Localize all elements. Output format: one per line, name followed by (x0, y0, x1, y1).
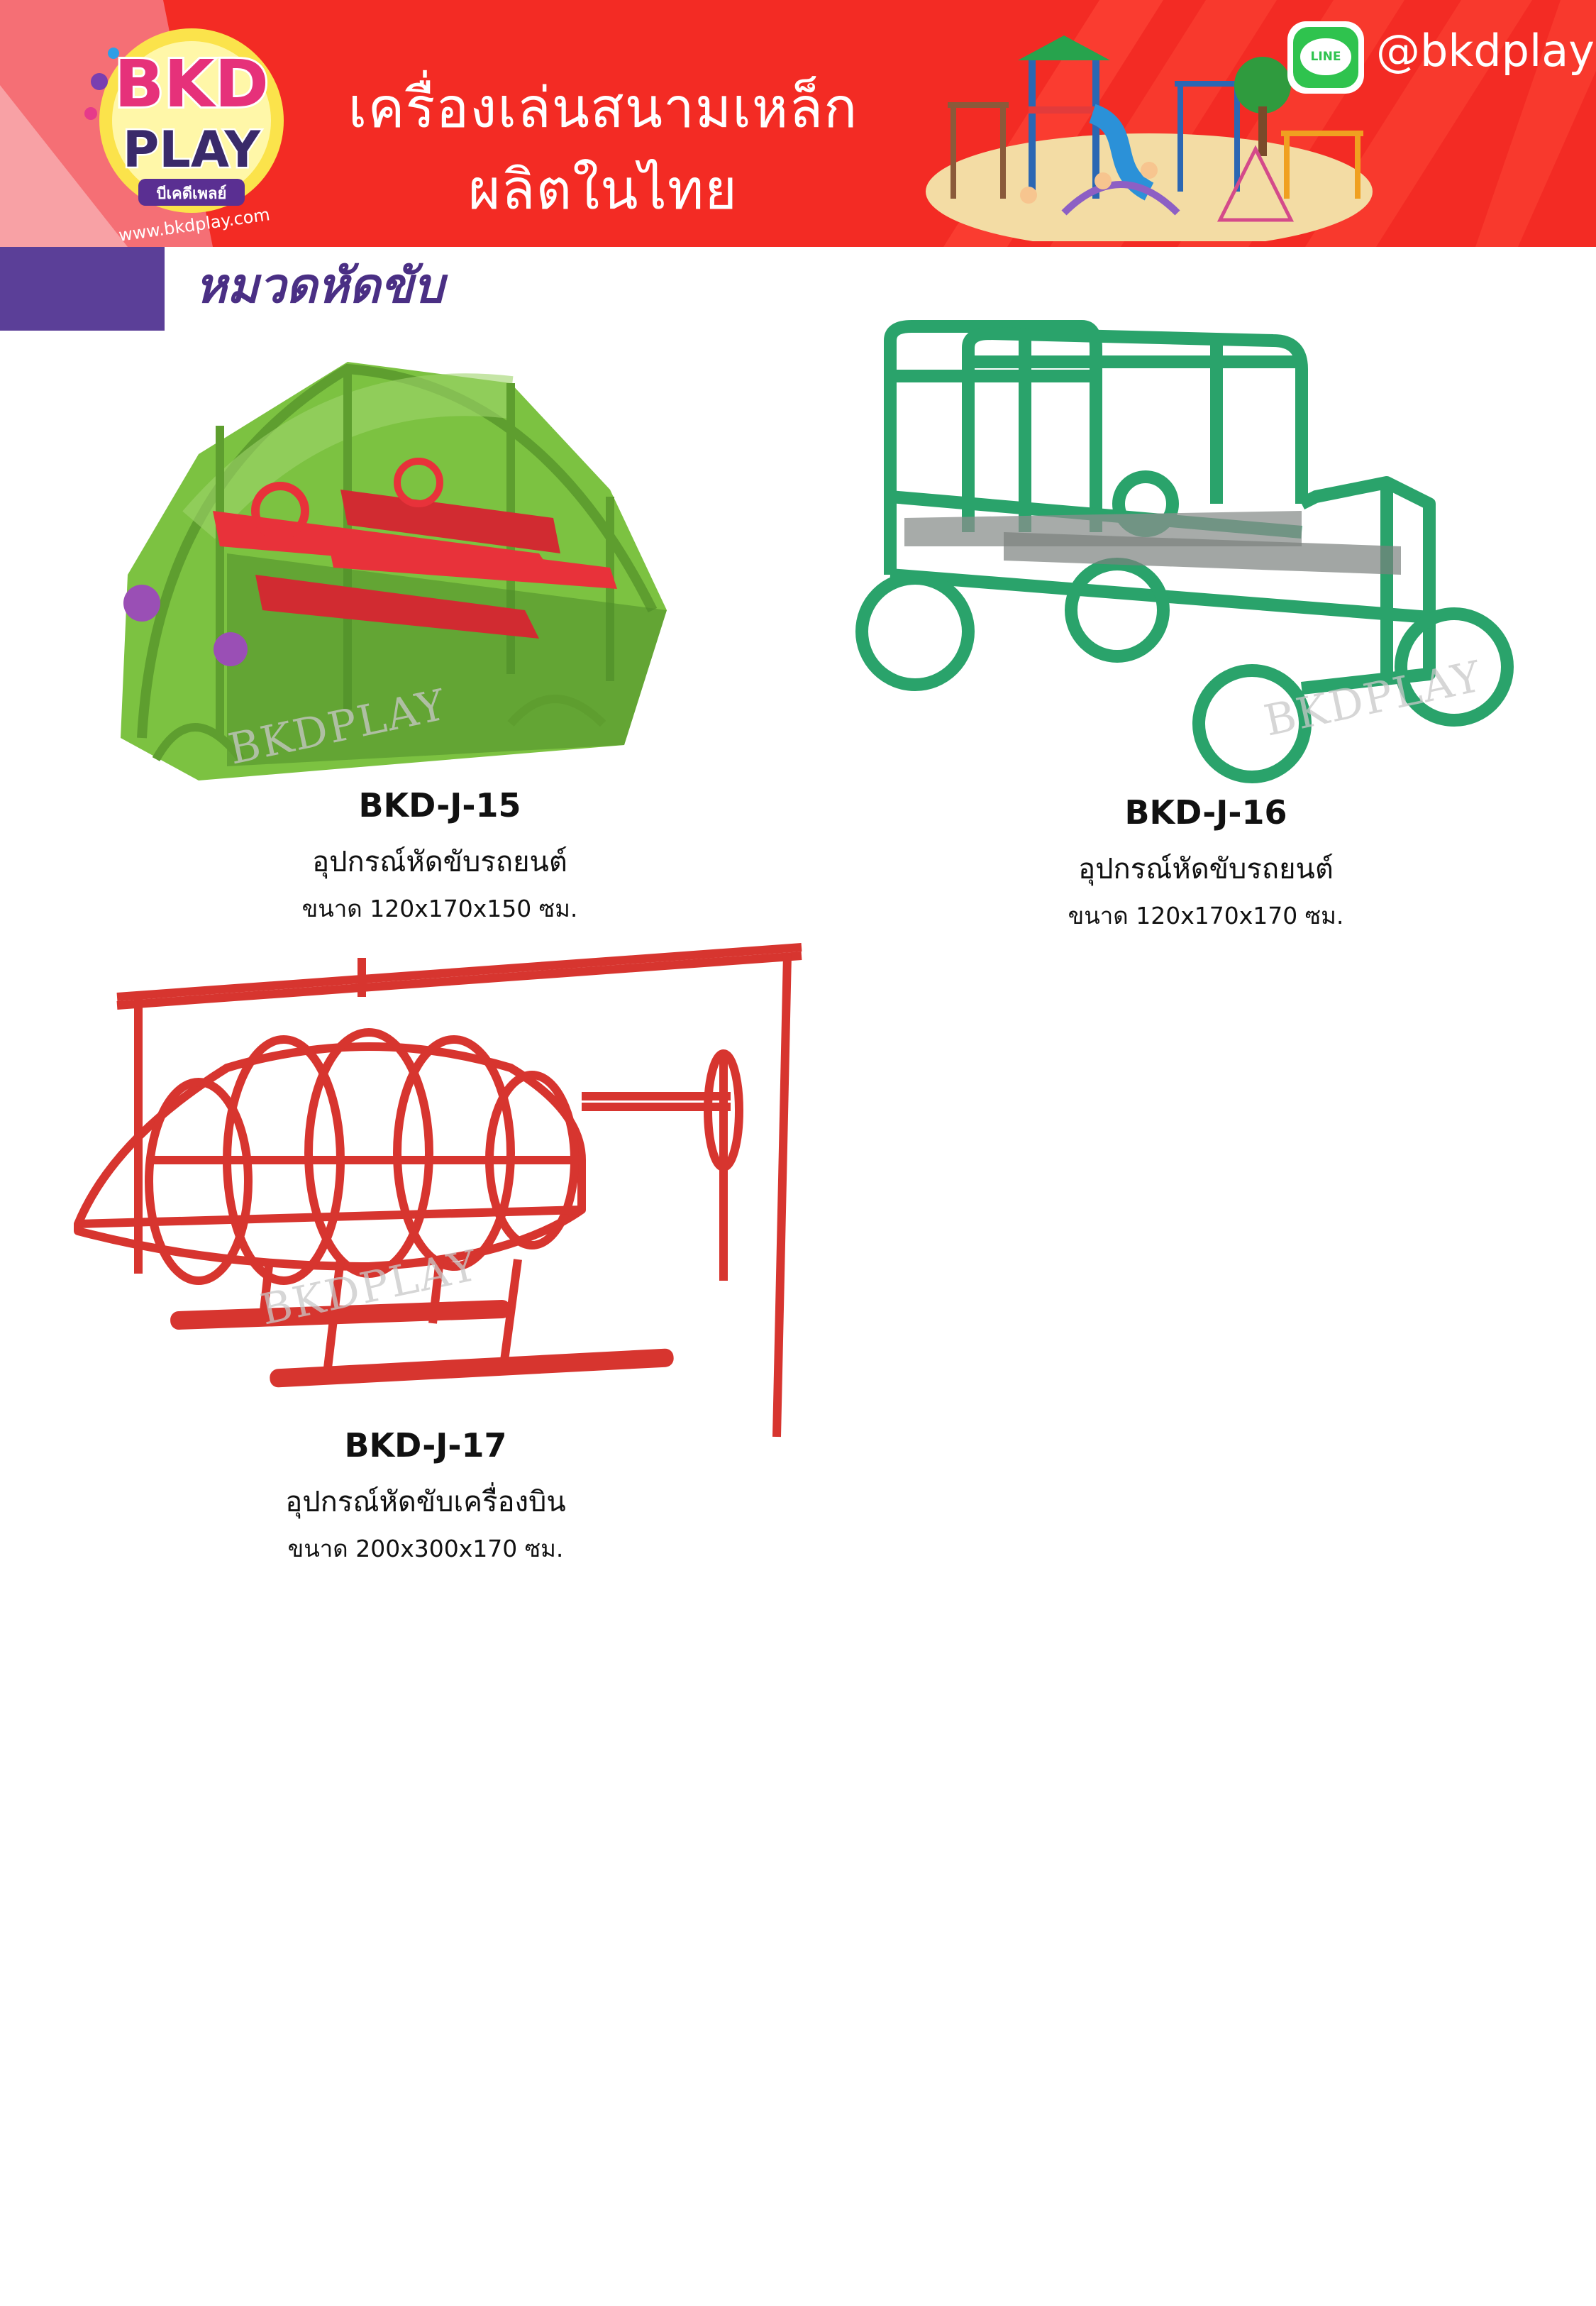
product-photo-bkd-j-16 (855, 320, 1514, 783)
header-banner: BKD PLAY บีเคดีเพลย์ www.bkdplay.com เคร… (0, 0, 1596, 247)
line-handle[interactable]: @bkdplay (1376, 25, 1595, 77)
product-name: อุปกรณ์หัดขับรถยนต์ (1078, 853, 1334, 886)
headline-line2: ผลิตในไทย (468, 158, 738, 222)
product-photo-bkd-j-17 (74, 943, 802, 1438)
line-app-icon[interactable]: LINE (1287, 21, 1364, 94)
playground-illustration (926, 35, 1373, 241)
svg-text:PLAY: PLAY (123, 121, 261, 179)
headline-line1: เครื่องเล่นสนามเหล็ก (348, 77, 858, 140)
product-card-bkd-j-17: BKD-J-17 อุปกรณ์หัดขับเครื่องบิน ขนาด 20… (234, 1426, 617, 1567)
product-name: อุปกรณ์หัดขับเครื่องบิน (285, 1486, 566, 1518)
svg-text:BKD: BKD (114, 46, 269, 122)
product-size: ขนาด 120x170x170 ซม. (1068, 902, 1344, 929)
category-accent-bar (0, 247, 165, 331)
product-card-bkd-j-15: BKD-J-15 อุปกรณ์หัดขับรถยนต์ ขนาด 120x17… (255, 786, 624, 927)
bkd-play-logo: BKD PLAY บีเคดีเพลย์ www.bkdplay.com (71, 14, 305, 246)
product-size: ขนาด 200x300x170 ซม. (287, 1535, 564, 1562)
product-code: BKD-J-16 (1124, 793, 1287, 832)
product-code: BKD-J-15 (358, 786, 521, 824)
product-name: อุปกรณ์หัดขับรถยนต์ (312, 846, 567, 878)
product-code: BKD-J-17 (344, 1426, 507, 1464)
svg-text:บีเคดีเพลย์: บีเคดีเพลย์ (157, 184, 227, 203)
product-card-bkd-j-16: BKD-J-16 อุปกรณ์หัดขับรถยนต์ ขนาด 120x17… (1007, 793, 1404, 934)
product-photo-bkd-j-15 (121, 362, 667, 780)
product-size: ขนาด 120x170x150 ซม. (301, 895, 578, 922)
category-title: หมวดหัดขับ (195, 258, 444, 314)
